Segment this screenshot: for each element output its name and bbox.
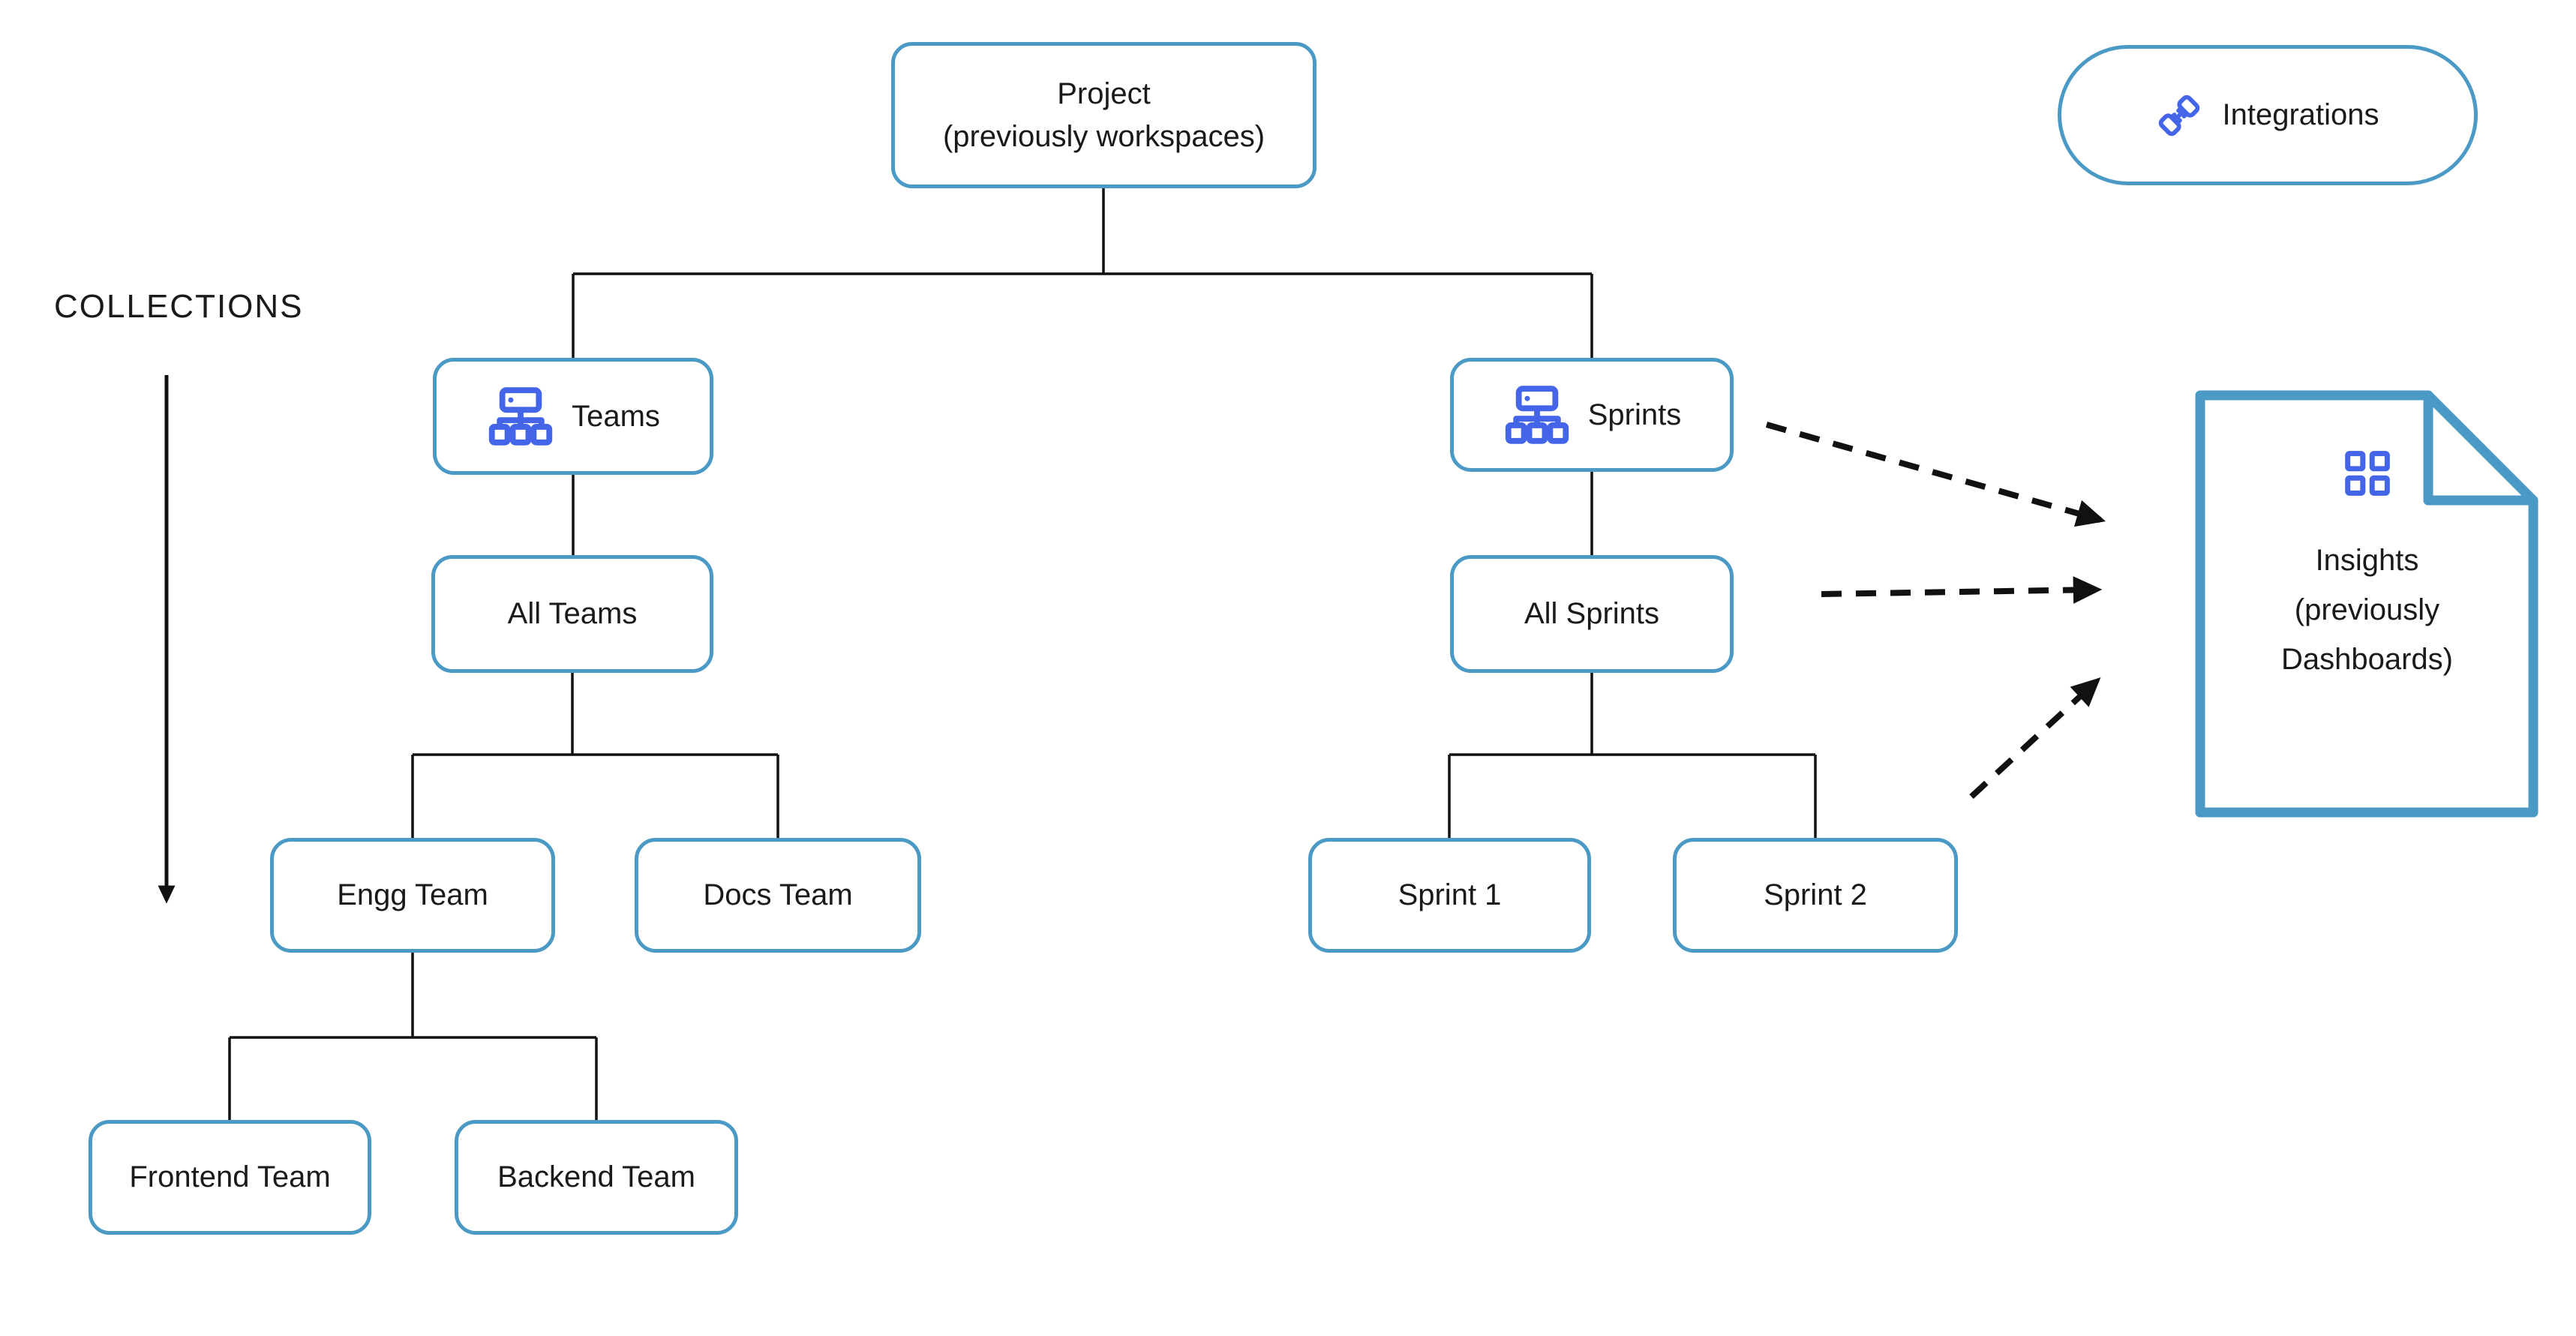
teams-label: Teams xyxy=(572,399,660,433)
sitemap-icon xyxy=(488,387,553,446)
sprint-2-label: Sprint 2 xyxy=(1764,878,1867,911)
dashed-arrow-sprints-to-insights xyxy=(1765,422,2106,527)
connector-allteams-children xyxy=(411,673,779,838)
node-sprints: Sprints xyxy=(1450,358,1734,472)
project-label-line2: (previously workspaces) xyxy=(942,119,1265,153)
frontend-team-label: Frontend Team xyxy=(129,1160,331,1193)
node-backend-team: Backend Team xyxy=(455,1120,738,1235)
dashed-arrows xyxy=(1765,422,2106,799)
connector-engg-children xyxy=(228,953,598,1120)
grid-icon xyxy=(2344,451,2390,496)
node-all-sprints: All Sprints xyxy=(1450,555,1734,673)
connector-allsprints-children xyxy=(1448,673,1817,838)
all-sprints-label: All Sprints xyxy=(1524,597,1660,630)
project-label: Project (previously workspaces) xyxy=(943,73,1265,158)
all-teams-label: All Teams xyxy=(507,597,638,630)
insights-label: Insights (previously Dashboards) xyxy=(2281,536,2453,684)
node-sprint-1: Sprint 1 xyxy=(1308,838,1591,953)
document-fold-corner xyxy=(2423,390,2538,506)
insights-label-line1: Insights xyxy=(2315,544,2419,577)
node-engg-team: Engg Team xyxy=(270,838,555,953)
sprint-1-label: Sprint 1 xyxy=(1398,878,1502,911)
node-frontend-team: Frontend Team xyxy=(89,1120,371,1235)
node-teams: Teams xyxy=(433,358,713,475)
sitemap-icon xyxy=(1505,386,1569,444)
backend-team-label: Backend Team xyxy=(497,1160,695,1193)
integrations-label: Integrations xyxy=(2222,98,2379,131)
insights-label-line3: Dashboards) xyxy=(2280,643,2453,676)
dashed-arrow-allsprints-to-insights xyxy=(1821,576,2103,604)
plug-icon xyxy=(2159,95,2200,136)
engg-team-label: Engg Team xyxy=(337,878,488,911)
node-all-teams: All Teams xyxy=(431,555,713,673)
docs-team-label: Docs Team xyxy=(703,878,853,911)
sprints-label: Sprints xyxy=(1587,398,1682,431)
insights-document xyxy=(2195,390,2538,818)
node-integrations: Integrations xyxy=(2058,45,2478,185)
tree-connectors xyxy=(228,188,1817,1120)
insights-label-line2: (previously xyxy=(2294,593,2440,626)
collections-label: COLLECTIONS xyxy=(54,288,304,325)
node-sprint-2: Sprint 2 xyxy=(1673,838,1958,953)
project-label-line1: Project xyxy=(1057,77,1151,110)
dashed-arrow-lower-to-insights xyxy=(1969,677,2101,799)
insights-content: Insights (previously Dashboards) xyxy=(2200,450,2534,684)
node-project: Project (previously workspaces) xyxy=(891,42,1317,188)
node-docs-team: Docs Team xyxy=(635,838,921,953)
